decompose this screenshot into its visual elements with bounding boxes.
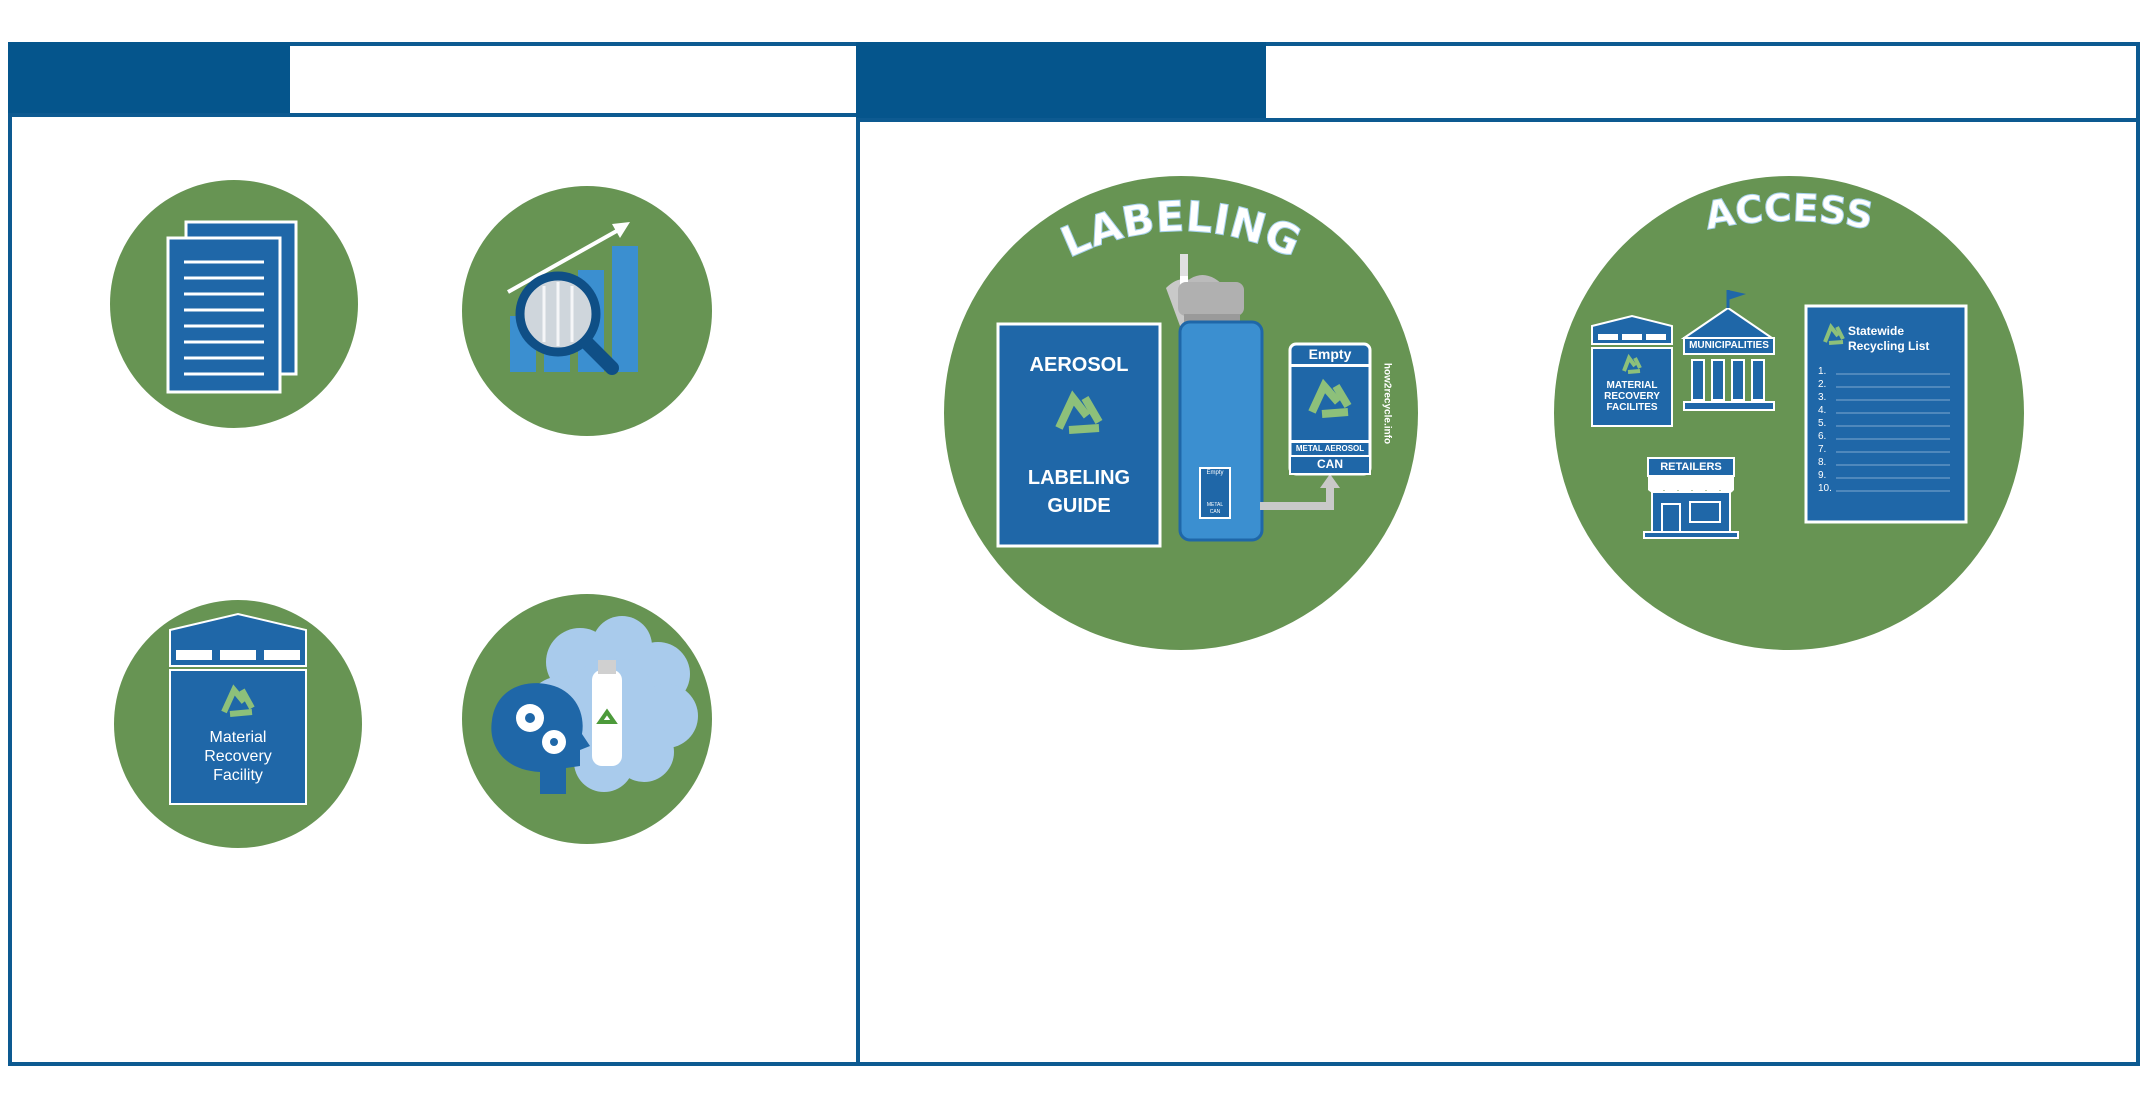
access-title: ACCESS xyxy=(1702,186,1877,238)
guide-line-2: GUIDE xyxy=(1047,495,1111,517)
label-can-text: CAN xyxy=(1317,457,1343,471)
list-number: 6. xyxy=(1818,431,1827,442)
guide-top-label: AEROSOL xyxy=(1029,354,1129,376)
list-title-line-2: Recycling List xyxy=(1848,339,1930,353)
access-mrf-line-1: MATERIAL xyxy=(1606,380,1658,391)
mrf-label-line-1: Material xyxy=(209,729,267,746)
access-mrf-line-2: RECOVERY xyxy=(1604,391,1660,402)
documents-icon xyxy=(110,180,358,428)
labeling-guide-book xyxy=(996,322,1162,548)
list-number: 5. xyxy=(1818,418,1827,429)
mrf-label-line-2: Recovery xyxy=(204,748,272,765)
chart-magnifier-icon xyxy=(507,222,638,375)
small-metal-text: METAL xyxy=(1206,502,1224,508)
how2recycle-label xyxy=(1288,342,1372,476)
municipality-building-icon xyxy=(1680,306,1776,339)
list-number: 2. xyxy=(1818,379,1827,390)
small-can-text: CAN xyxy=(1209,509,1221,515)
access-circle: ACCESS xyxy=(1554,176,2024,650)
thinking-icon xyxy=(462,594,712,844)
right-panel-header-divider xyxy=(856,118,2140,122)
small-empty-text: Empty xyxy=(1206,470,1224,476)
list-number: 3. xyxy=(1818,392,1827,403)
website-text: how2recycle.info xyxy=(1381,362,1393,445)
recycling-facility-icon: Material Recovery Facility xyxy=(114,600,362,848)
guide-line-1: LABELING xyxy=(1027,467,1131,489)
retailers-label: RETAILERS xyxy=(1660,461,1722,473)
list-number: 9. xyxy=(1818,470,1827,481)
label-empty-text: Empty xyxy=(1308,346,1352,362)
head-gears-aerosol-icon xyxy=(491,616,698,794)
list-number: 10. xyxy=(1818,483,1832,494)
list-title-line-1: Statewide xyxy=(1848,324,1905,338)
list-number: 7. xyxy=(1818,444,1827,455)
list-number: 4. xyxy=(1818,405,1827,416)
stacked-document-icon xyxy=(166,220,298,394)
list-number: 1. xyxy=(1818,366,1827,377)
access-mrf-line-3: FACILITES xyxy=(1606,402,1658,413)
analysis-icon xyxy=(462,186,712,436)
list-number: 8. xyxy=(1818,457,1827,468)
right-panel-header-tab xyxy=(856,42,1266,120)
left-panel-header-tab xyxy=(8,42,290,116)
mrf-label-line-3: Facility xyxy=(213,767,263,784)
label-metal-text: METAL AEROSOL xyxy=(1295,444,1365,453)
left-panel-header-divider xyxy=(8,113,860,117)
labeling-circle: LABELING AEROSOL L xyxy=(944,176,1418,650)
municipalities-label: MUNICIPALITIES xyxy=(1689,340,1769,351)
